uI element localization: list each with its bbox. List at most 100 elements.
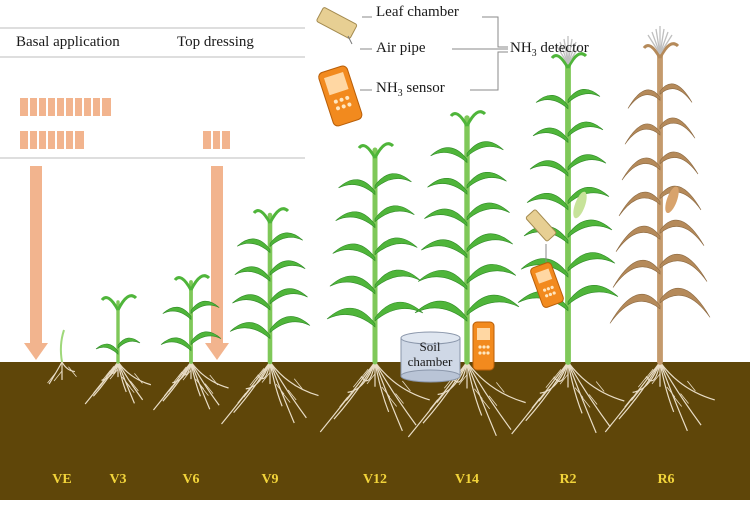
leaf [609,294,661,324]
tassel-r2 [555,36,581,65]
nh3-sensor-label: NH3 sensor [376,80,445,99]
leaf [529,160,569,177]
leaf [269,288,308,305]
leaf [659,117,696,139]
leaf [659,219,705,246]
basal-block-row-2 [20,131,84,149]
leaf [234,266,271,282]
leaf-chamber-icon [316,7,358,39]
stage-label-v6: V6 [182,472,200,487]
leaf [612,260,661,288]
roots-r6 [604,361,715,433]
top-dressing-arrow [205,166,229,360]
leaf [659,151,699,175]
leaf [624,123,661,145]
leaf [236,238,271,254]
top-dressing-label: Top dressing [177,34,254,50]
leaf [117,337,141,349]
leaf [526,193,569,211]
leaf [269,316,311,334]
leaf [160,337,192,352]
roots-v6 [152,361,229,411]
leaf [659,83,693,103]
stage-label-v9: V9 [261,472,279,487]
leaf [229,322,271,340]
nh3-sensor-icon [318,65,363,127]
leaf [621,157,661,181]
leaf [567,187,610,205]
roots-v12 [319,361,430,433]
leaf [567,154,607,171]
soil-chamber [400,331,461,383]
r2-leaf-chamber [525,209,557,242]
leaf [417,270,468,290]
leaf [659,288,711,318]
leaf [421,239,468,259]
leaf [567,284,619,306]
leaf [374,237,418,256]
leaf-chamber-pipe [347,35,353,45]
tassel-r6 [647,26,673,55]
plant-v6 [152,274,229,411]
basal-fertilizer-blocks [20,98,111,149]
roots-v3 [84,361,152,405]
plant-v12 [319,142,430,433]
air-pipe-label: Air pipe [376,40,426,56]
stage-label-v14: V14 [454,472,480,487]
leaf [535,95,569,110]
seedling-shoot [59,329,65,363]
plant-r6 [604,26,715,433]
nh3-detector-label: NH3 detector [510,40,589,59]
leaf [618,191,661,217]
leaf [567,252,616,272]
leaf [430,147,468,164]
leaf [190,300,220,315]
leaf [414,300,468,322]
leaf [190,331,222,346]
plants-group [47,26,715,438]
leaf [466,141,504,158]
roots-v9 [221,361,319,425]
leaf [466,202,510,221]
leaf [95,343,119,355]
leaf [427,178,468,195]
leaf [466,294,520,316]
leaf [374,269,421,289]
legend-leader-lines [360,16,508,91]
leaf [567,121,604,138]
ear-r6 [665,186,679,214]
leaf [466,172,507,189]
ear-r2 [573,191,587,219]
leaf [374,301,424,322]
basal-application-label: Basal application [16,34,120,50]
stage-label-r6: R6 [657,472,675,487]
r2-nh3-sensor [530,262,564,308]
roots-v14 [407,361,526,438]
stage-label-v3: V3 [109,472,127,487]
stage-label-v12: V12 [362,472,388,487]
leaf [659,254,708,282]
stage-label-ve: VE [52,472,72,487]
leaf [162,306,192,321]
plant-v3 [84,294,152,405]
leaf [329,275,376,295]
roots-ve [47,361,77,385]
basal-arrow [24,166,48,360]
top-dressing-block [203,131,230,149]
leaf [269,260,306,276]
leaf [374,205,415,223]
leaf [424,208,468,227]
leaf [567,89,601,104]
leaf [332,243,376,262]
leaf [466,264,517,284]
leaf [466,233,513,253]
leaf [269,232,304,248]
top-dressing-fertilizer-blocks [203,131,230,149]
leaf [326,307,376,328]
field-nh3-sensor [472,321,495,371]
roots-r2 [511,361,625,435]
leaf [335,211,376,229]
leaf [532,127,569,144]
soil-chamber-label: Soil chamber [407,339,453,369]
